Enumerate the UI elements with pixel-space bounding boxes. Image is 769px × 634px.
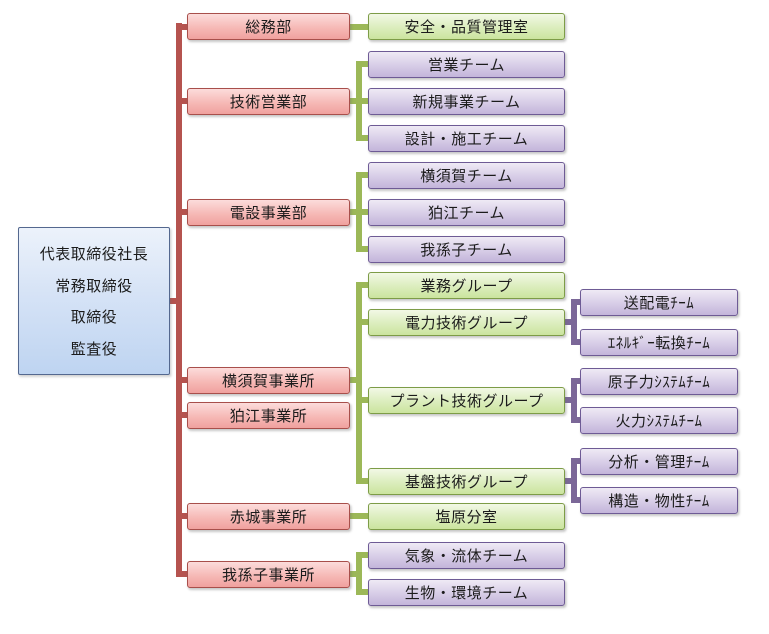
- node-komae-team: 狛江チーム: [368, 199, 565, 226]
- connector-stub-seibutsu-team: [362, 589, 368, 595]
- connector-stub-komae-office: [182, 412, 187, 418]
- node-biology-environment-team: 生物・環境チーム: [368, 579, 565, 606]
- connector-stub-karyoku-team: [577, 417, 581, 423]
- node-design-construction-team: 設計・施工チーム: [368, 125, 565, 152]
- connector-soumu-anzen: [350, 24, 368, 30]
- node-analysis-management-team: 分析・管理ﾁｰﾑ: [580, 448, 738, 475]
- node-plant-technology-group: プラント技術グループ: [368, 387, 565, 414]
- connector-gijutsu-bracket: [356, 61, 362, 141]
- node-abiko-office: 我孫子事業所: [187, 561, 350, 588]
- node-safety-quality-office: 安全・品質管理室: [368, 13, 565, 40]
- connector-stub-souhaiden-team: [577, 299, 581, 305]
- executive-line-senior-director: 常務取締役: [55, 277, 133, 295]
- connector-yokosuka-bracket-stub: [350, 377, 356, 383]
- connector-akagi-shiobara: [350, 513, 368, 519]
- connector-stub-kouzou-team: [577, 497, 581, 503]
- node-nuclear-system-team: 原子力ｼｽﾃﾑﾁｰﾑ: [580, 368, 738, 395]
- connector-densetsu-bracket-stub: [350, 209, 356, 215]
- node-structure-properties-team: 構造・物性ﾁｰﾑ: [580, 487, 738, 514]
- connector-stub-abiko-office: [182, 571, 187, 577]
- node-akagi-office: 赤城事業所: [187, 503, 350, 530]
- connector-stub-kisho-team: [362, 552, 368, 558]
- node-operations-group: 業務グループ: [368, 272, 565, 299]
- connector-stub-akagi-office: [182, 513, 187, 519]
- connector-stub-eigyo-team: [362, 61, 368, 67]
- connector-stub-genshiryoku-team: [577, 378, 581, 384]
- executive-line-president: 代表取締役社長: [39, 246, 149, 264]
- connector-stub-yokosuka-team: [362, 172, 368, 178]
- node-technical-sales-dept: 技術営業部: [187, 88, 350, 115]
- node-new-business-team: 新規事業チーム: [368, 88, 565, 115]
- connector-stub-bunseki-team: [577, 458, 581, 464]
- connector-stub-plant-group: [362, 397, 368, 403]
- connector-abiko-bracket: [356, 552, 362, 595]
- connector-exec-stub: [170, 298, 176, 304]
- connector-stub-sekkei-team: [362, 135, 368, 141]
- connector-stub-shinki-team: [362, 98, 368, 104]
- connector-stub-gyomu-group: [362, 282, 368, 288]
- connector-plant-bracket-stub: [565, 397, 571, 403]
- node-yokosuka-office: 横須賀事業所: [187, 367, 350, 394]
- connector-stub-komae-team: [362, 209, 368, 215]
- node-abiko-team: 我孫子チーム: [368, 236, 565, 263]
- node-komae-office: 狛江事業所: [187, 402, 350, 429]
- connector-stub-soumu: [182, 24, 187, 30]
- connector-red-trunk: [176, 23, 182, 577]
- node-fundamental-technology-group: 基盤技術グループ: [368, 468, 565, 495]
- connector-gijutsu-bracket-stub: [350, 98, 356, 104]
- executive-line-director: 取締役: [70, 309, 118, 327]
- node-executive-board: 代表取締役社長 常務取締役 取締役 監査役: [18, 227, 170, 375]
- node-weather-fluid-team: 気象・流体チーム: [368, 542, 565, 569]
- connector-stub-energy-team: [577, 339, 581, 345]
- connector-stub-kiban-group: [362, 478, 368, 484]
- node-electrical-installation-dept: 電設事業部: [187, 199, 350, 226]
- connector-stub-abiko-team: [362, 246, 368, 252]
- node-energy-conversion-team: ｴﾈﾙｷﾞｰ転換ﾁｰﾑ: [580, 329, 738, 356]
- connector-densetsu-bracket: [356, 172, 362, 252]
- node-sales-team: 営業チーム: [368, 51, 565, 78]
- connector-plant-bracket: [571, 378, 577, 423]
- connector-denryoku-bracket-stub: [565, 319, 571, 325]
- connector-abiko-bracket-stub: [350, 571, 356, 577]
- node-general-affairs-dept: 総務部: [187, 13, 350, 40]
- connector-kiban-bracket-stub: [565, 478, 571, 484]
- connector-stub-yokosuka-office: [182, 377, 187, 383]
- node-yokosuka-team: 横須賀チーム: [368, 162, 565, 189]
- connector-stub-densetsu: [182, 209, 187, 215]
- connector-kiban-bracket: [571, 458, 577, 503]
- node-transmission-team: 送配電ﾁｰﾑ: [580, 289, 738, 316]
- node-thermal-system-team: 火力ｼｽﾃﾑﾁｰﾑ: [580, 407, 738, 434]
- connector-denryoku-bracket: [571, 299, 577, 345]
- connector-stub-gijutsu: [182, 98, 187, 104]
- executive-line-auditor: 監査役: [70, 340, 118, 358]
- node-shiobara-branch: 塩原分室: [368, 503, 565, 530]
- connector-yokosuka-bracket: [356, 282, 362, 484]
- node-power-technology-group: 電力技術グループ: [368, 309, 565, 336]
- connector-stub-denryoku-group: [362, 319, 368, 325]
